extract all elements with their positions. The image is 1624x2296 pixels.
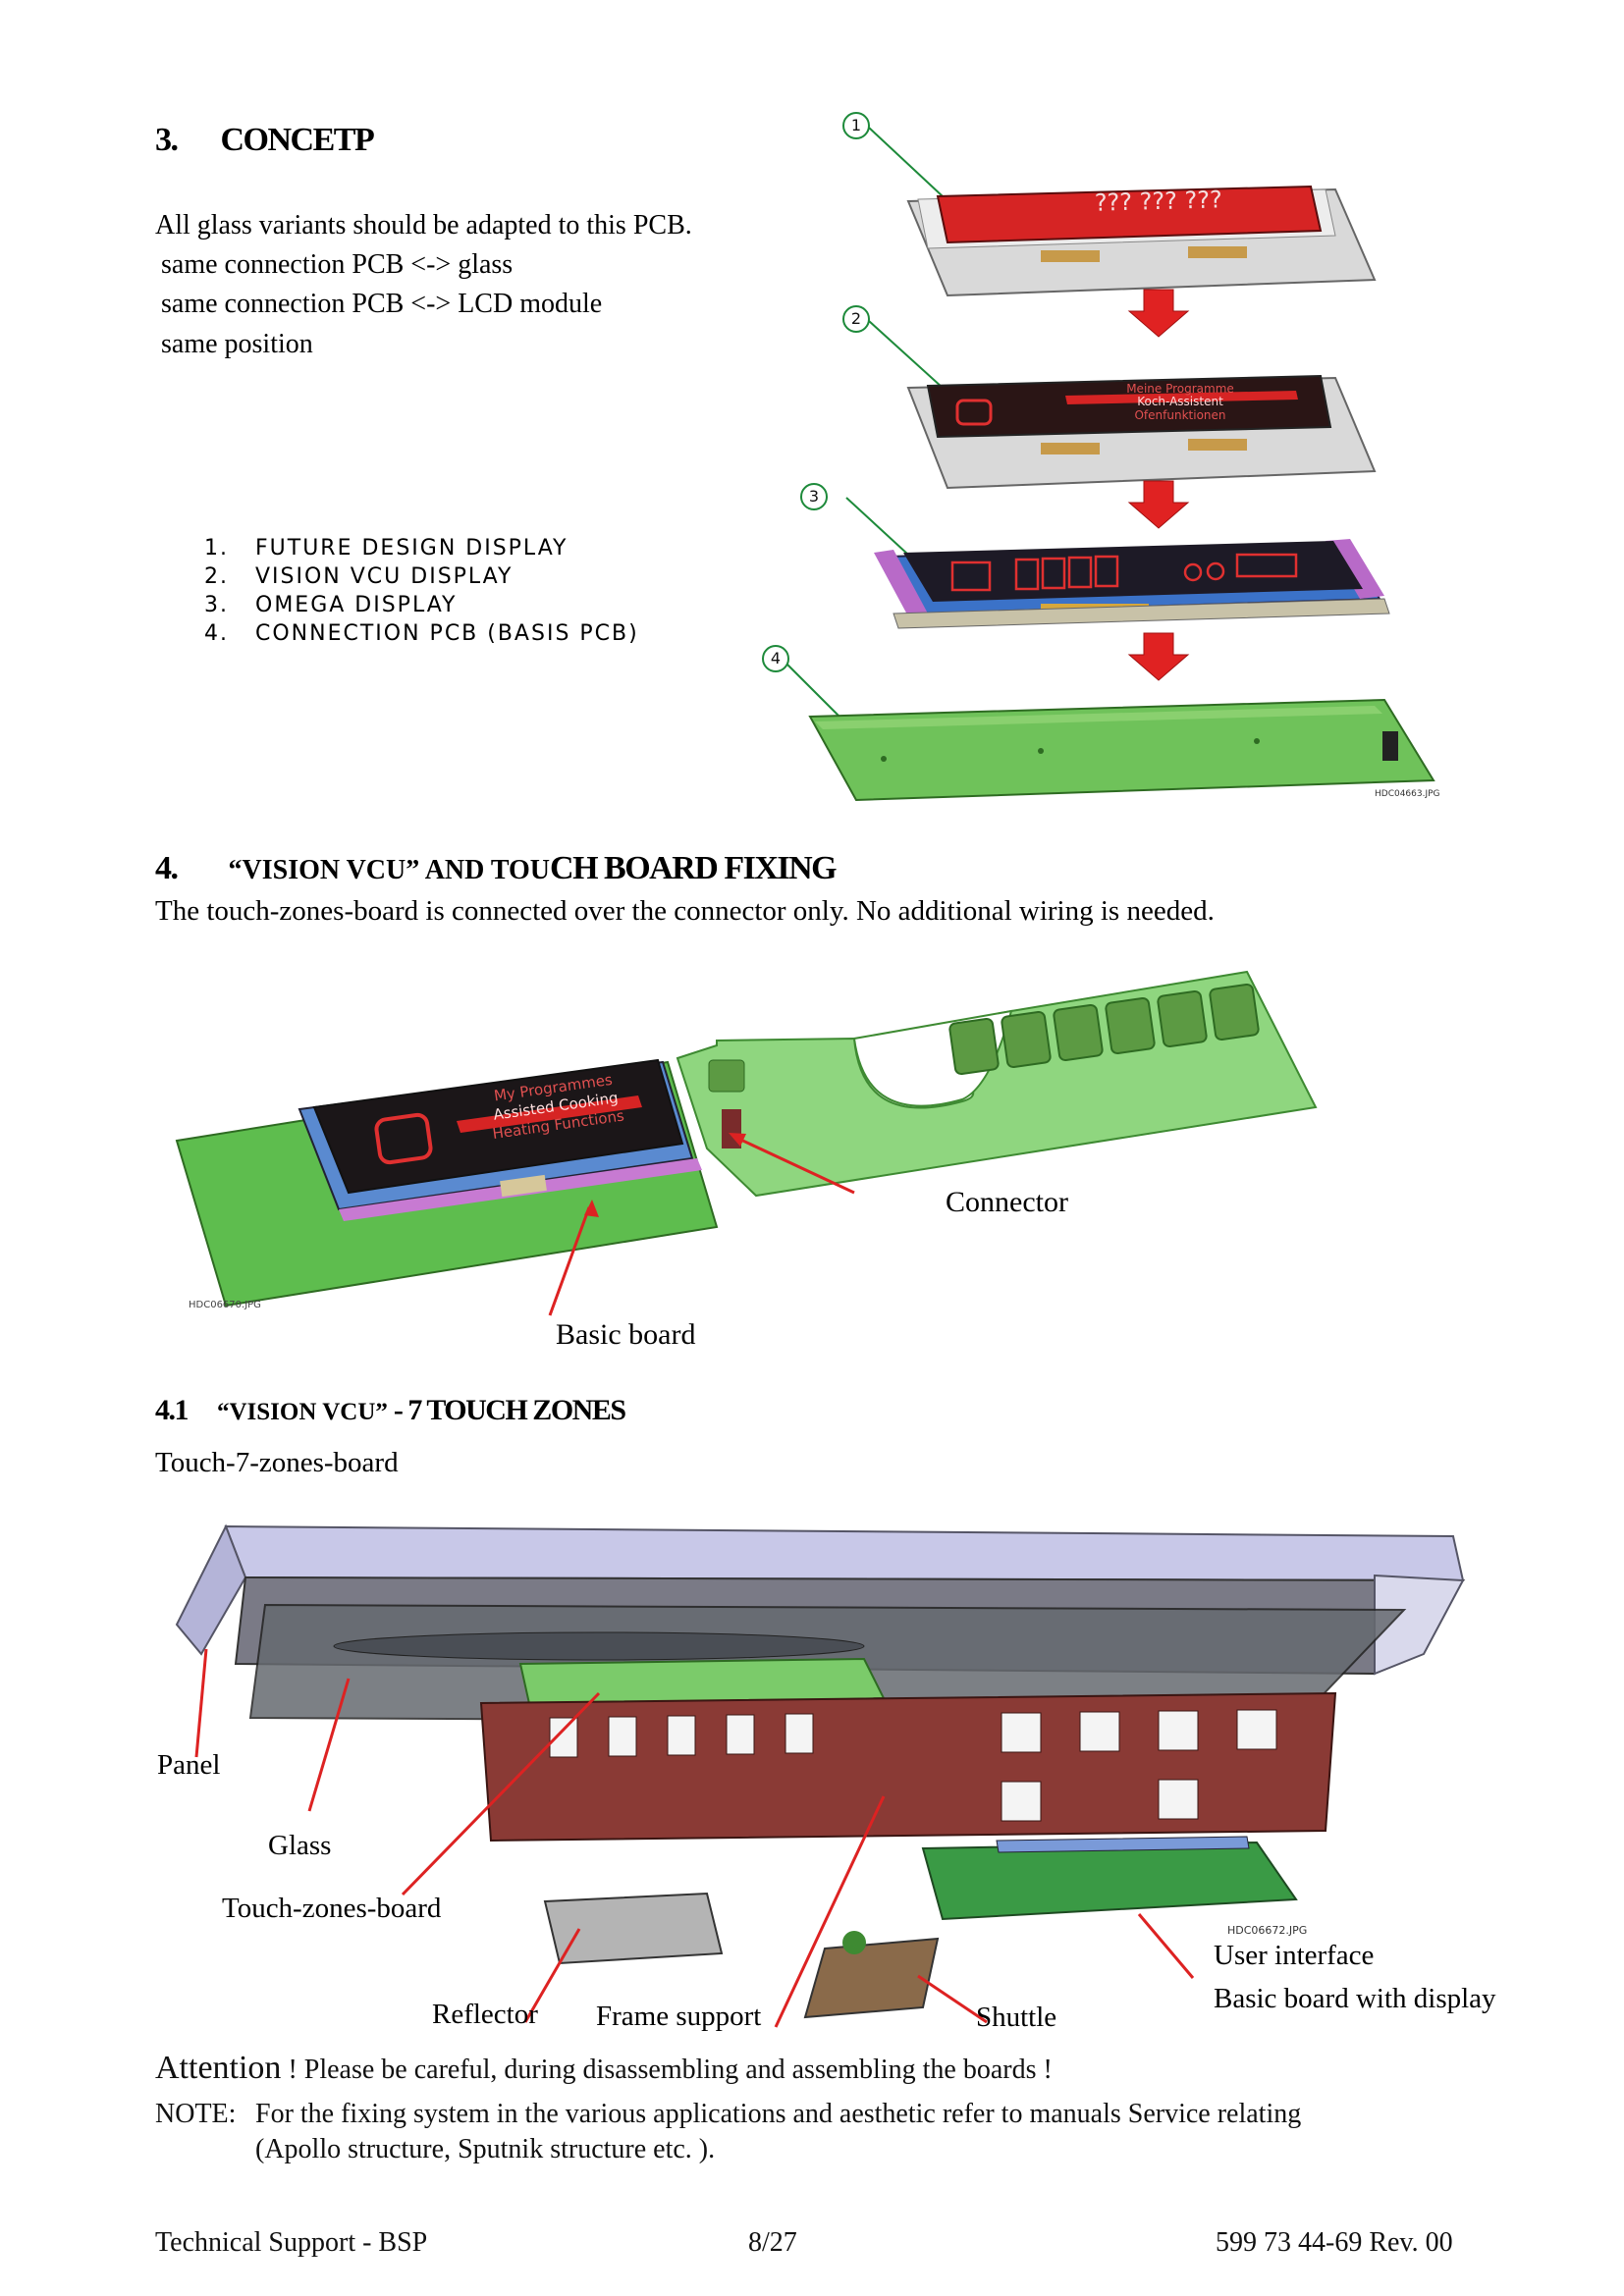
arrow-down-icon [1129, 290, 1188, 337]
user-interface-board [923, 1837, 1296, 1919]
list-item: 3.OMEGA DISPLAY [204, 593, 639, 621]
image-id-caption: HDC06670.JPG [189, 1300, 261, 1310]
section41-number: 4.1 [155, 1394, 188, 1426]
attention-word: Attention [155, 2050, 281, 2086]
display1-text: ??? ??? ??? [1094, 186, 1222, 216]
connection-pcb [810, 700, 1434, 800]
section4-title-suffix: CH BOARD FIXING [550, 850, 836, 886]
section4-text: The touch-zones-board is connected over … [155, 895, 1215, 928]
section3-list: 1.FUTURE DESIGN DISPLAY 2.VISION VCU DIS… [204, 536, 639, 650]
glass-label: Glass [268, 1830, 331, 1862]
touch-zones-board-label: Touch-zones-board [222, 1893, 441, 1925]
frame-support [481, 1693, 1335, 1841]
display-stack-illustration: HDC04663.JPG ??? ??? ??? Meine Programme… [746, 103, 1453, 810]
display2-line-2: Koch-Assistent [1137, 395, 1223, 408]
section3-heading: 3. CONCETP [155, 122, 373, 159]
basic-board [177, 1060, 741, 1306]
attention-line: Attention ! Please be careful, during di… [155, 2050, 1053, 2087]
shuttle-label: Shuttle [976, 2002, 1056, 2034]
section4-title-prefix: “VISION VCU” AND TOU [229, 855, 551, 885]
footer-left: Technical Support - BSP [155, 2227, 427, 2259]
section41-title-suffix: - 7 TOUCH ZONES [388, 1394, 625, 1426]
frame-support-label: Frame support [596, 2001, 761, 2033]
section41-subtitle: Touch-7-zones-board [155, 1447, 399, 1479]
reflector [545, 1894, 722, 1963]
image-id-caption: HDC06672.JPG [1227, 1924, 1307, 1937]
section3-bullet-2: same connection PCB <-> LCD module [161, 289, 602, 320]
section3-bullet-1: same connection PCB <-> glass [161, 249, 513, 281]
display2-line-1: Meine Programme [1126, 382, 1234, 396]
touch-zones-strip [677, 972, 1316, 1196]
callout-number: 4 [762, 645, 789, 672]
footer-right: 599 73 44-69 Rev. 00 [1216, 2227, 1453, 2259]
ui-leader-line [1139, 1914, 1193, 1978]
basic-board-with-display-label: Basic board with display [1214, 1983, 1496, 2015]
note-line-2: (Apollo structure, Sputnik structure etc… [255, 2134, 715, 2165]
section3-title: CONCETP [221, 122, 374, 158]
reflector-label: Reflector [432, 1999, 538, 2031]
section4-heading: 4. “VISION VCU” AND TOUCH BOARD FIXING [155, 850, 836, 887]
user-interface-label: User interface [1214, 1940, 1374, 1972]
section3-number: 3. [155, 122, 178, 158]
arrow-down-icon [1129, 481, 1188, 528]
callout-number: 2 [842, 305, 870, 333]
vcu-board-illustration: HDC06670.JPG My Programmes Assisted Cook… [167, 952, 1326, 1325]
panel-leader-line [196, 1649, 206, 1757]
omega-display [874, 539, 1389, 628]
note-line-1: For the fixing system in the various app… [255, 2099, 1301, 2130]
attention-text: ! Please be careful, during disassemblin… [281, 2055, 1052, 2085]
image-id-caption: HDC04663.JPG [1375, 789, 1440, 799]
basic-board-label: Basic board [556, 1318, 695, 1352]
panel-label: Panel [157, 1749, 220, 1782]
section3-intro: All glass variants should be adapted to … [155, 210, 692, 241]
display2-line-3: Ofenfunktionen [1134, 408, 1225, 422]
callout-number: 3 [800, 483, 828, 510]
note-label: NOTE: [155, 2099, 236, 2130]
section4-number: 4. [155, 850, 178, 886]
list-item: 4.CONNECTION PCB (BASIS PCB) [204, 621, 639, 650]
section3-bullet-3: same position [161, 329, 313, 360]
connector-label: Connector [946, 1186, 1068, 1219]
list-item: 1.FUTURE DESIGN DISPLAY [204, 536, 639, 564]
arrow-down-icon [1129, 633, 1188, 680]
shuttle [805, 1939, 938, 2017]
page-number: 8/27 [748, 2227, 797, 2259]
list-item: 2.VISION VCU DISPLAY [204, 564, 639, 593]
section41-heading: 4.1 “VISION VCU” - 7 TOUCH ZONES [155, 1394, 625, 1427]
callout-number: 1 [842, 112, 870, 139]
section41-title-prefix: “VISION VCU” [217, 1399, 388, 1425]
